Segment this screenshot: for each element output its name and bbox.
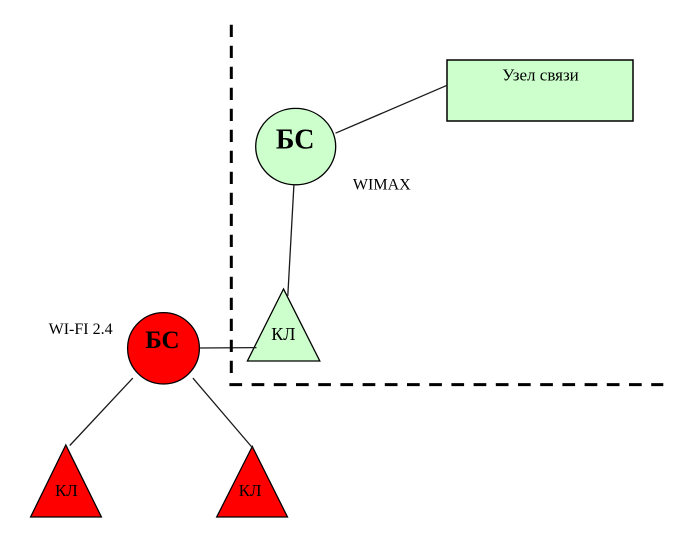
svg-text:КЛ: КЛ — [239, 481, 262, 500]
svg-text:WI-FI 2.4: WI-FI 2.4 — [49, 321, 113, 338]
svg-text:БС: БС — [276, 125, 315, 156]
svg-text:БС: БС — [145, 327, 179, 354]
svg-text:WIMAX: WIMAX — [353, 177, 411, 194]
svg-text:КЛ: КЛ — [271, 324, 295, 344]
svg-text:Узел связи: Узел связи — [502, 66, 579, 85]
svg-text:КЛ: КЛ — [55, 481, 78, 500]
